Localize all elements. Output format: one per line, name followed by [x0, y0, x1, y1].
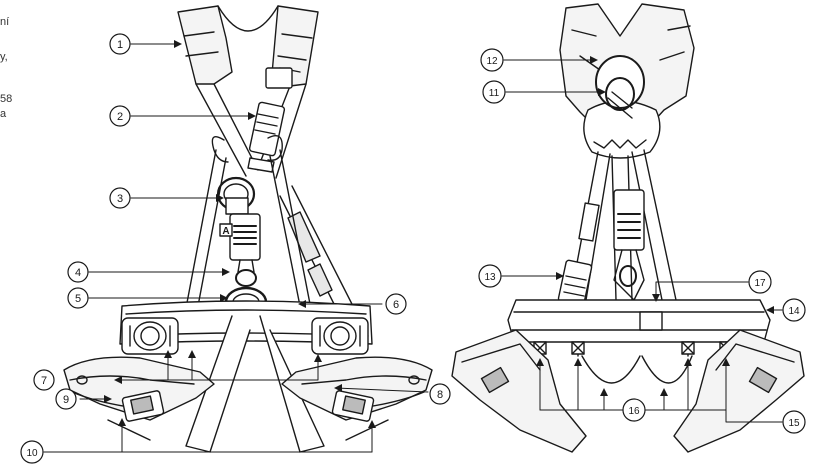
callout-10: 10 [26, 448, 38, 459]
right-shoulder-pad [271, 5, 319, 87]
right-waist-buckle [311, 317, 369, 355]
callout-2: 2 [117, 111, 123, 123]
side-text-4: a [0, 108, 7, 120]
back-waist-belt [507, 299, 771, 343]
callout-1: 1 [117, 39, 123, 51]
connector-ring [235, 269, 257, 287]
callout-16: 16 [628, 406, 640, 417]
front-view: A [63, 5, 433, 453]
buckle-label: A [222, 226, 229, 237]
callout-14: 14 [788, 306, 800, 317]
back-view [451, 3, 805, 453]
callout-4: 4 [75, 267, 81, 279]
left-leg-loop [63, 356, 215, 421]
side-text-2: y, [0, 51, 8, 63]
buckle-label-box [219, 223, 233, 237]
callout-11: 11 [489, 88, 500, 99]
sternum-buckle [248, 101, 286, 157]
side-text-3: 58 [0, 93, 13, 105]
back-right-leg-loop [673, 329, 805, 453]
left-waist-buckle [121, 317, 179, 355]
callout-7: 7 [41, 375, 47, 387]
callout-numbers: 1 2 3 4 5 6 7 8 9 10 11 12 13 14 15 16 1… [26, 39, 800, 459]
callout-6: 6 [393, 299, 399, 311]
back-strap-right [631, 149, 677, 301]
callout-5: 5 [75, 293, 81, 305]
callout-17: 17 [754, 278, 766, 289]
back-padding [217, 5, 279, 32]
strap-left-upper [195, 83, 259, 177]
callout-13: 13 [484, 272, 496, 283]
callout-9: 9 [63, 394, 69, 406]
dorsal-ring [605, 77, 635, 111]
back-left-leg-loop [451, 329, 587, 453]
left-shoulder-pad [177, 5, 233, 85]
side-text-1: ní [0, 16, 10, 28]
callout-3: 3 [117, 193, 123, 205]
callout-12: 12 [486, 56, 498, 67]
callout-15: 15 [788, 418, 800, 429]
arrow-heads [104, 40, 774, 428]
callout-circles [20, 33, 806, 464]
dorsal-ring-outer [595, 55, 645, 109]
callout-8: 8 [437, 389, 443, 401]
